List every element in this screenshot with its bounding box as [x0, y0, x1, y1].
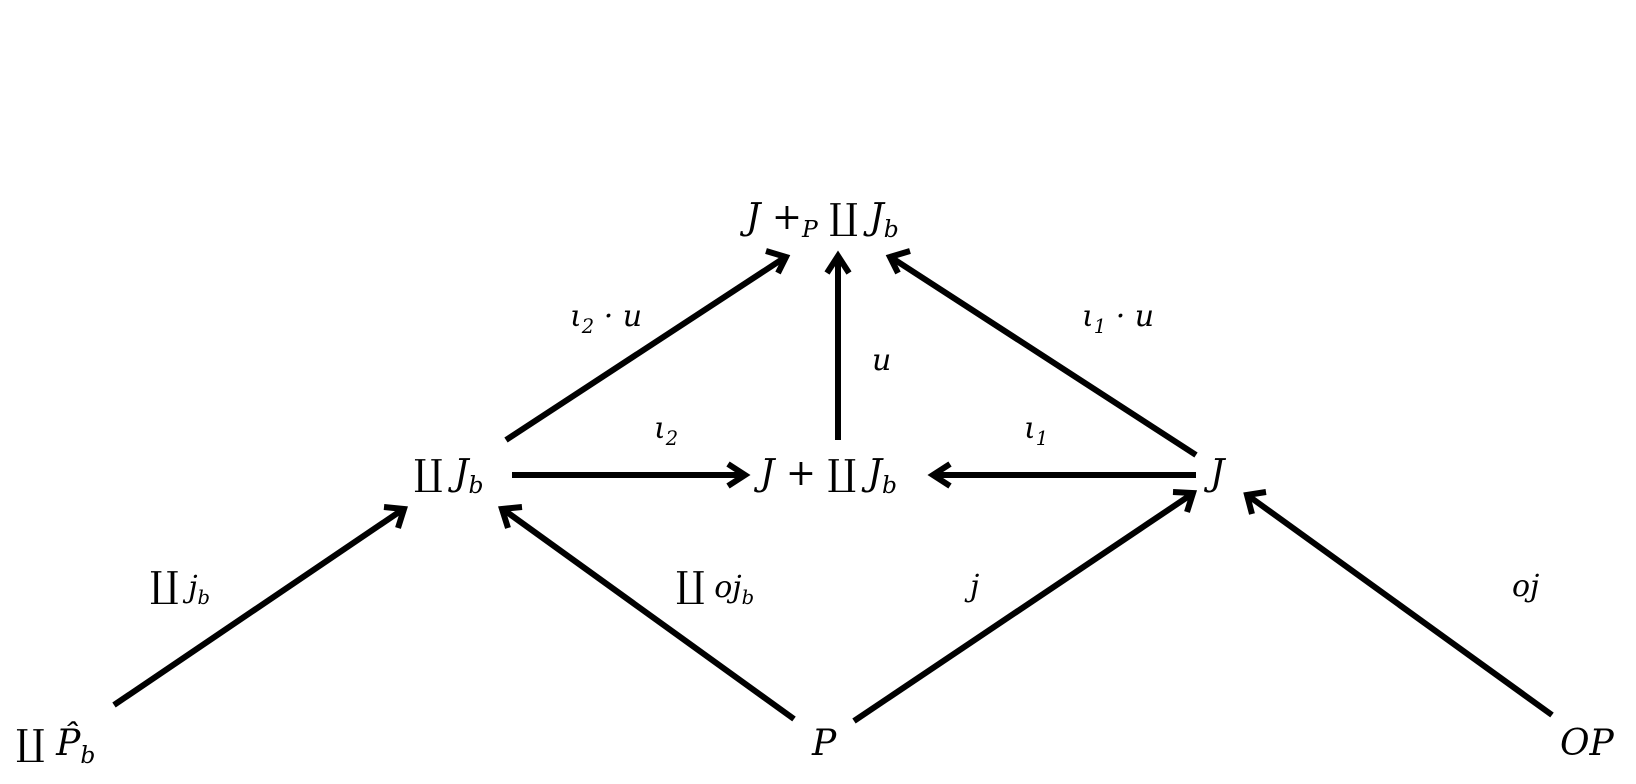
node-coproduct-P-hat: ∐ P̂b: [16, 723, 96, 770]
label-iota2: ι2: [654, 411, 679, 450]
node-coproduct-J: ∐ Jb: [414, 453, 484, 500]
arrow-coprodJ-to-sum: [512, 461, 751, 489]
node-OP: OP: [1560, 723, 1614, 764]
label-coproduct-jb: ∐ jb: [150, 565, 210, 609]
label-iota1-u: ι1 · u: [1082, 299, 1155, 338]
arrow-P-to-coprodJ: [498, 504, 796, 722]
label-iota2-u: ι2 · u: [570, 299, 643, 338]
arrow-coprodJ-to-pushout: [504, 248, 791, 443]
node-pushout: J +P ∐ Jb: [746, 197, 899, 244]
arrow-P-to-J: [852, 489, 1198, 724]
arrow-J-to-pushout: [885, 248, 1198, 458]
arrow-J-to-sum: [927, 461, 1196, 489]
arrow-sum-to-pushout: [824, 250, 852, 440]
node-sum: J + ∐ Jb: [760, 453, 898, 500]
arrow-coprodP-to-coprodJ: [112, 504, 408, 708]
label-u: u: [872, 343, 892, 378]
node-J: J: [1210, 453, 1225, 494]
arrow-OP-to-J: [1243, 489, 1554, 718]
label-coproduct-ojb: ∐ ojb: [676, 565, 755, 609]
label-j: j: [970, 569, 980, 604]
label-iota1: ι1: [1024, 411, 1049, 450]
label-oj: oj: [1512, 569, 1540, 604]
node-P: P: [812, 723, 837, 764]
